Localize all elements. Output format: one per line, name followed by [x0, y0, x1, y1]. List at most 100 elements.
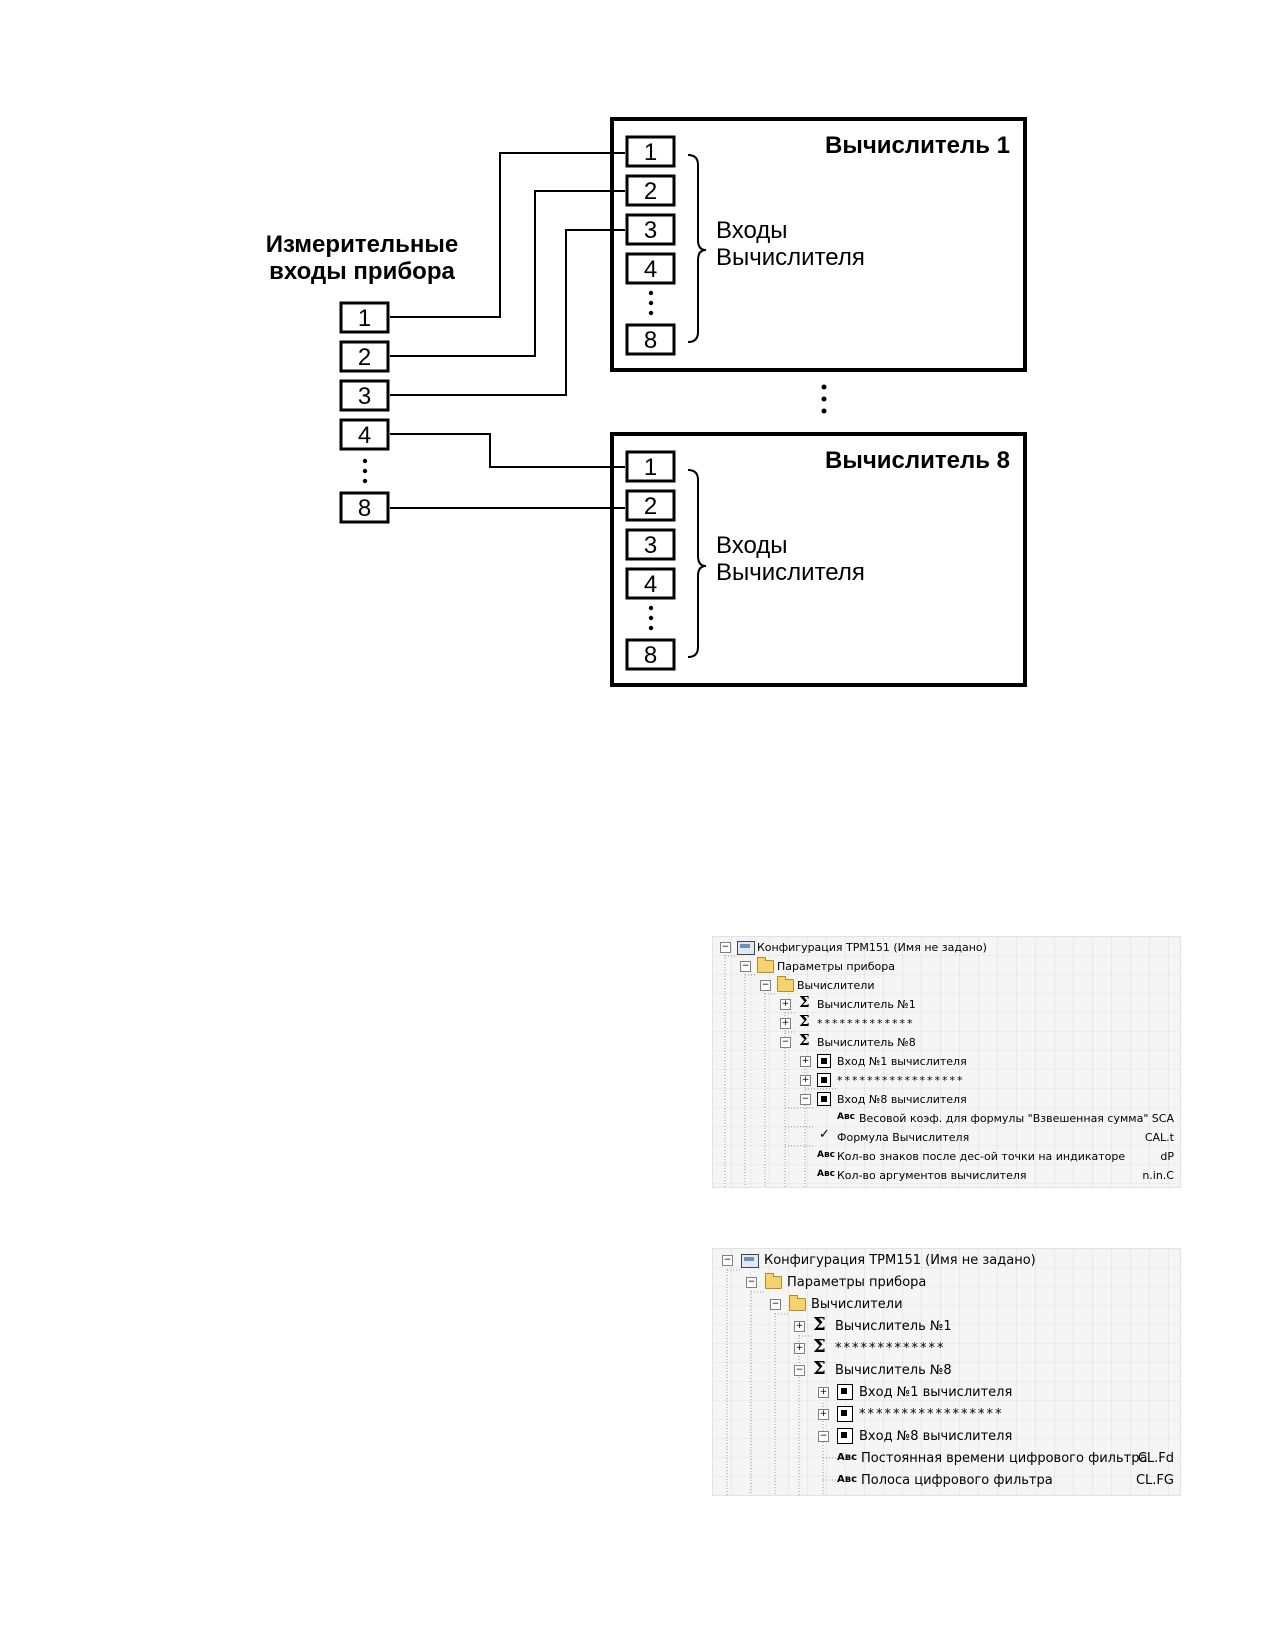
wire-in2-to-calc1-in2	[390, 190, 625, 357]
wire-in4-to-calc8-in1	[390, 433, 625, 468]
tree-item-label: Вход №8 вычислителя	[859, 1429, 1013, 1444]
calculator-1-input-1: 1	[625, 135, 676, 168]
calculator-8: Вычислитель 8 1 2 3 4 8 Входы Вычислите	[610, 432, 1027, 687]
tree-item-label: Кол-во аргументов вычислителя	[837, 1169, 1027, 1182]
calculator-8-input-3-label: 3	[644, 532, 657, 559]
tree-item-label: *************	[835, 1341, 946, 1356]
sigma-icon: Σ	[799, 1031, 810, 1049]
expand-toggle-icon[interactable]: +	[800, 1056, 811, 1067]
param-code: CL.FG	[1135, 1473, 1174, 1488]
instrument-input-4-label: 4	[358, 422, 371, 449]
collapse-toggle-icon[interactable]: −	[740, 961, 751, 972]
expand-toggle-icon[interactable]: +	[818, 1409, 829, 1420]
abc-check-formula-icon: ✓	[819, 1127, 830, 1142]
calculator-8-input-2-label: 2	[644, 493, 657, 520]
calculator-1-input-4-label: 4	[644, 256, 657, 283]
input-icon	[817, 1054, 831, 1068]
wiring-diagram: Измерительные входы прибора 1 2 3 4 8 Вы…	[266, 117, 1027, 687]
calculator-1-input-4: 4	[625, 252, 676, 285]
instrument-input-8-label: 8	[358, 495, 371, 522]
folder-icon	[777, 976, 794, 992]
calculator-8-input-3: 3	[625, 528, 676, 561]
collapse-toggle-icon[interactable]: −	[746, 1277, 757, 1288]
collapse-toggle-icon[interactable]: −	[722, 1255, 733, 1266]
abc-text-param-icon: Aвс	[837, 1112, 855, 1122]
instrument-inputs-label-line1: Измерительные	[266, 231, 459, 258]
tree-item-label: Вычислители	[811, 1297, 903, 1312]
tree-item-label: Кол-во знаков после дес-ой точки на инди…	[837, 1150, 1126, 1163]
instrument-input-2: 2	[339, 340, 390, 373]
calculator-8-brace	[687, 469, 707, 658]
abc-text-param-icon: Aвс	[817, 1150, 835, 1160]
tree-item-label: Вычислитель №8	[817, 1036, 916, 1049]
tree-item-label: Вычислитель №8	[835, 1363, 952, 1378]
config-tree-calculator-params: − Конфигурация ТРМ151 (Имя не задано) − …	[712, 936, 1181, 1188]
calculator-1-group-label-line1: Входы	[716, 217, 788, 244]
calculator-8-input-2: 2	[625, 489, 676, 522]
sigma-icon: Σ	[813, 1336, 826, 1357]
calculator-1-input-1-label: 1	[644, 139, 657, 166]
sigma-icon: Σ	[799, 1012, 810, 1030]
collapse-toggle-icon[interactable]: −	[818, 1431, 829, 1442]
sigma-icon: Σ	[813, 1314, 826, 1335]
folder-icon	[765, 1273, 782, 1289]
expand-toggle-icon[interactable]: +	[794, 1321, 805, 1332]
input-icon	[837, 1428, 853, 1444]
calculator-1-input-3: 3	[625, 213, 676, 246]
tree-item-label: Вычислитель №1	[835, 1319, 952, 1334]
expand-toggle-icon[interactable]: +	[818, 1387, 829, 1398]
tree-item-label: Конфигурация ТРМ151 (Имя не задано)	[757, 941, 987, 954]
tree-item-label: Параметры прибора	[777, 960, 895, 973]
calculator-8-input-4-label: 4	[644, 571, 657, 598]
collapse-toggle-icon[interactable]: −	[794, 1365, 805, 1376]
folder-icon	[789, 1295, 806, 1311]
input-icon	[837, 1406, 853, 1422]
tree-item-label: Конфигурация ТРМ151 (Имя не задано)	[764, 1253, 1036, 1268]
tree-item-label: Постоянная времени цифрового фильтра	[861, 1451, 1148, 1466]
calculator-1-brace	[687, 154, 707, 343]
collapse-toggle-icon[interactable]: −	[720, 942, 731, 953]
instrument-input-8: 8	[339, 491, 390, 524]
calculator-8-input-8-label: 8	[644, 642, 657, 669]
collapse-toggle-icon[interactable]: −	[760, 980, 771, 991]
abc-text-param-icon: Aвс	[837, 1452, 857, 1463]
calculator-1-input-2: 2	[625, 174, 676, 207]
instrument-input-2-label: 2	[358, 344, 371, 371]
tree-item-label: Вход №1 вычислителя	[837, 1055, 967, 1068]
collapse-toggle-icon[interactable]: −	[800, 1094, 811, 1105]
expand-toggle-icon[interactable]: +	[780, 1018, 791, 1029]
calculator-1: Вычислитель 1 1 2 3 4 8 Входы Вычислите	[610, 117, 1027, 372]
expand-toggle-icon[interactable]: +	[800, 1075, 811, 1086]
calculator-1-input-8: 8	[625, 323, 676, 356]
device-config-icon	[741, 1254, 759, 1268]
tree-item-label: Параметры прибора	[787, 1275, 927, 1290]
collapse-toggle-icon[interactable]: −	[780, 1037, 791, 1048]
instrument-input-ellipsis	[362, 458, 368, 484]
wire-in3-to-calc1-in3	[390, 229, 625, 396]
tree-item-label: *************	[817, 1017, 915, 1030]
expand-toggle-icon[interactable]: +	[780, 999, 791, 1010]
expand-toggle-icon[interactable]: +	[794, 1343, 805, 1354]
calculator-8-group-label-line1: Входы	[716, 532, 788, 559]
tree-item-label: Полоса цифрового фильтра	[861, 1473, 1053, 1488]
calculator-8-input-ellipsis	[648, 605, 654, 631]
abc-text-param-icon: Aвс	[837, 1474, 857, 1485]
tree-item-label: Вычислитель №1	[817, 998, 916, 1011]
param-code: SCA	[1151, 1112, 1174, 1125]
sigma-icon: Σ	[799, 993, 810, 1011]
calculator-8-input-4: 4	[625, 567, 676, 600]
tree-guide-lines	[726, 1269, 841, 1495]
folder-icon	[757, 957, 774, 973]
config-tree-input-filter-params: − Конфигурация ТРМ151 (Имя не задано) − …	[712, 1248, 1181, 1496]
param-code: dP	[1160, 1150, 1174, 1163]
calculator-8-group-label-line2: Вычислителя	[716, 559, 865, 586]
calculator-1-input-2-label: 2	[644, 178, 657, 205]
calculator-8-input-1-label: 1	[644, 454, 657, 481]
tree-item-label: Вход №8 вычислителя	[837, 1093, 967, 1106]
collapse-toggle-icon[interactable]: −	[770, 1299, 781, 1310]
input-icon	[817, 1073, 831, 1087]
instrument-input-3-label: 3	[358, 383, 371, 410]
calculator-8-title: Вычислитель 8	[825, 447, 1010, 474]
param-code: CAL.t	[1144, 1131, 1174, 1144]
instrument-input-3: 3	[339, 379, 390, 412]
